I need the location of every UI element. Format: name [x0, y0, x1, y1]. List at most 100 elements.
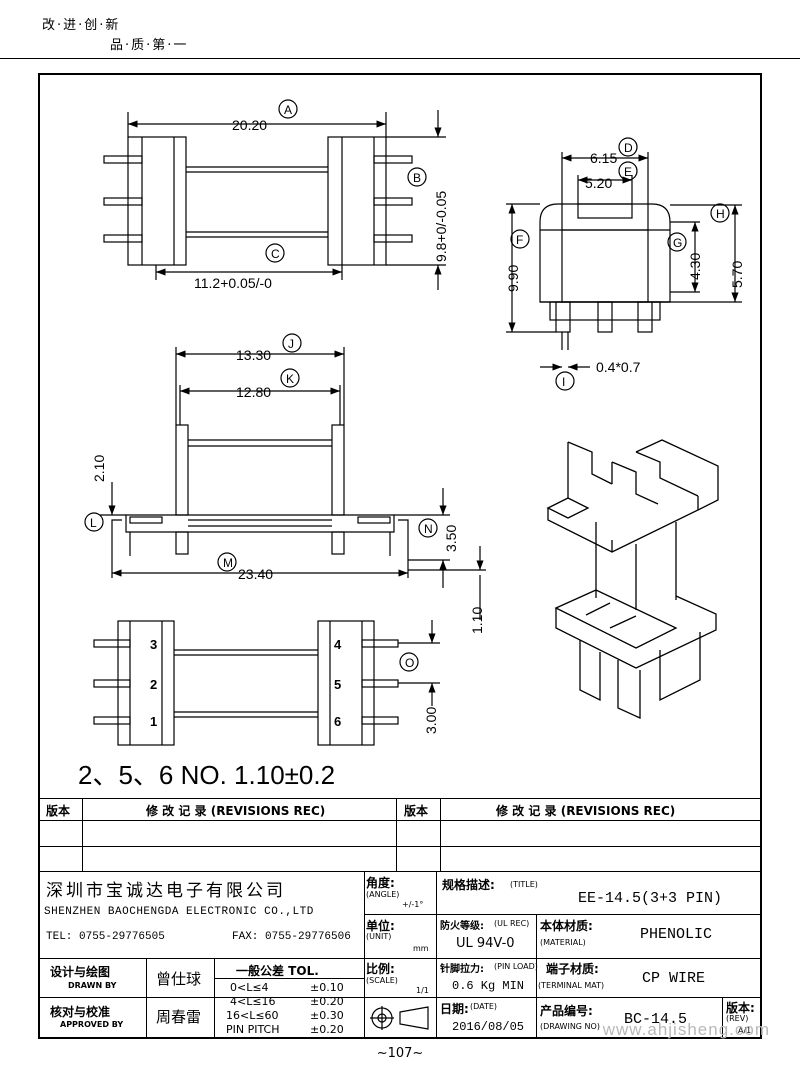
pinload-value: 0.6 Kg MIN: [452, 979, 525, 993]
tol-val-1: ±0.20: [310, 995, 344, 1008]
title-value: EE-14.5(3+3 PIN): [578, 890, 723, 907]
rev-value: A/1: [738, 1026, 752, 1035]
tol-val-3: ±0.20: [310, 1023, 344, 1036]
drawing-en: (DRAWING NO): [540, 1022, 600, 1031]
dim-J-value: 13.30: [236, 347, 271, 363]
tol-range-1: 4<L≤16: [230, 995, 276, 1008]
pin-label-4: 4: [334, 637, 342, 652]
pin-label-1: 1: [150, 714, 157, 729]
rev-label: 版本:: [726, 1001, 755, 1015]
pin-label-5: 5: [334, 677, 341, 692]
angle-value: +/-1°: [402, 900, 424, 909]
rev-rec-label-right: 修 改 记 录 (REVISIONS REC): [496, 804, 676, 818]
page-number: ~107~: [376, 1046, 424, 1061]
tol-range-2: 16<L≤60: [226, 1009, 279, 1022]
dim-G-label: G: [673, 236, 682, 250]
date-en: (DATE): [470, 1002, 498, 1011]
pinload-label: 针脚拉力:: [440, 964, 484, 975]
dim-O-value: 3.00: [423, 707, 439, 734]
projection-symbol-icon: [370, 1006, 429, 1030]
dim-E-value: 5.20: [585, 175, 612, 191]
scale-en: (SCALE): [366, 976, 398, 985]
dim-D-value: 6.15: [590, 150, 617, 166]
scale-label: 比例:: [366, 962, 395, 976]
dim-F-value: 9.90: [505, 265, 521, 292]
dim-D-label: D: [624, 141, 633, 155]
isometric-view: [546, 439, 719, 720]
tol-range-3: PIN PITCH: [226, 1023, 280, 1036]
approved-label: 核对与校准: [50, 1005, 111, 1019]
dim-K-value: 12.80: [236, 384, 271, 400]
company-name-cn: 深圳市宝诚达电子有限公司: [46, 881, 286, 901]
end-view: [506, 137, 742, 391]
dim-A-value: 20.20: [232, 117, 267, 133]
dim-H-label: H: [716, 207, 725, 221]
dim-C-value: 11.2+0.05/-0: [194, 275, 272, 291]
company-name-en: SHENZHEN BAOCHENGDA ELECTRONIC CO.,LTD: [44, 906, 314, 918]
rev-en: (REV): [726, 1014, 749, 1023]
terminal-label: 端子材质:: [546, 962, 599, 976]
unit-label: 单位:: [366, 919, 395, 933]
dim-O-label: O: [405, 656, 414, 670]
material-en: (MATERIAL): [540, 938, 586, 947]
dim-B-value: 9.8+0/-0.05: [433, 191, 449, 262]
tol-range-0: 0<L≤4: [230, 981, 269, 994]
dim-F-label: F: [516, 233, 523, 247]
pinload-en: (PIN LOAD): [494, 962, 538, 971]
title-en: (TITLE): [510, 880, 538, 889]
rev-rec-label-left: 修 改 记 录 (REVISIONS REC): [146, 804, 326, 818]
drawing-label: 产品编号:: [540, 1004, 593, 1018]
dim-M-label: M: [223, 556, 233, 570]
pin-label-2: 2: [150, 677, 157, 692]
date-value: 2016/08/05: [452, 1020, 525, 1034]
pin-note: 2、5、6 NO. 1.10±0.2: [78, 760, 335, 790]
terminal-value: CP WIRE: [642, 970, 706, 987]
dim-I-value: 0.4*0.7: [596, 359, 641, 375]
approved-value: 周春雷: [156, 1008, 202, 1026]
material-label: 本体材质:: [540, 919, 593, 933]
dim-K-label: K: [286, 372, 294, 386]
company-tel: TEL: 0755-29776505: [46, 931, 165, 943]
drawing-frame: [38, 73, 762, 1039]
pin-label-3: 3: [150, 637, 157, 652]
dim-J-label: J: [288, 337, 294, 351]
slogan-line2: 品·质·第·一: [110, 38, 189, 53]
dim-B-label: B: [413, 171, 421, 185]
dim-C-label: C: [271, 247, 280, 261]
dim-L-value: 2.10: [91, 455, 107, 482]
dim-N-label: N: [424, 522, 433, 536]
header-rule: [0, 58, 800, 59]
slogan-line1: 改·进·创·新: [42, 18, 121, 33]
rev-version-label-right: 版本: [404, 804, 429, 818]
dim-H-value: 5.70: [729, 261, 745, 288]
top-view: [103, 99, 446, 290]
watermark: www.ahjisheng.com: [602, 1020, 770, 1039]
dim-L-label: L: [90, 516, 97, 530]
ul-value: UL 94V-0: [456, 936, 515, 951]
unit-value: mm: [413, 944, 429, 953]
approved-en: APPROVED BY: [60, 1020, 124, 1029]
date-label: 日期:: [440, 1002, 469, 1016]
rev-version-label-left: 版本: [46, 804, 71, 818]
technical-drawing: 20.20 A B 9.8+0/-0.05 C 11.2+0.05/-0 6.1…: [78, 99, 745, 790]
drawn-label: 设计与绘图: [50, 965, 111, 979]
tol-label: 一般公差 TOL.: [236, 964, 319, 978]
dim-N-value: 3.50: [443, 525, 459, 552]
company-fax: FAX: 0755-29776506: [232, 931, 351, 943]
title-block: 版本 修 改 记 录 (REVISIONS REC) 版本 修 改 记 录 (R…: [38, 798, 762, 1039]
material-value: PHENOLIC: [640, 926, 713, 943]
bottom-view: [93, 620, 440, 746]
tol-val-2: ±0.30: [310, 1009, 344, 1022]
dim-A-label: A: [284, 103, 292, 117]
drawn-value: 曾仕球: [156, 970, 202, 988]
drawn-en: DRAWN BY: [68, 981, 117, 990]
unit-en: (UNIT): [366, 932, 392, 941]
title-label: 规格描述:: [442, 878, 495, 892]
scale-value: 1/1: [416, 986, 429, 995]
drawing-value: BC-14.5: [624, 1011, 688, 1028]
tol-val-0: ±0.10: [310, 981, 344, 994]
pin-label-6: 6: [334, 714, 341, 729]
angle-en: (ANGLE): [366, 890, 400, 899]
terminal-en: (TERMINAL MAT): [538, 981, 605, 990]
ul-en: (UL REC): [494, 919, 530, 928]
